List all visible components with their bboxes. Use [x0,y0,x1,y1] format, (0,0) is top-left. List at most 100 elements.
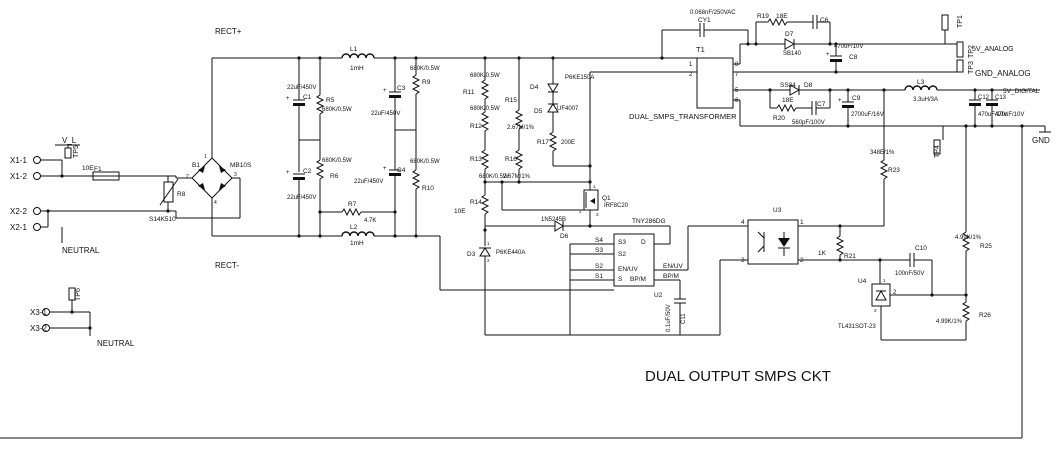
t1-value: DUAL_SMPS_TRANSFORMER [629,112,737,121]
bridge-diode-mark [198,166,205,173]
junction [414,56,418,60]
tp4-testpoint[interactable] [933,139,941,155]
u2-pin-s1: S1 [595,273,603,280]
inductor-l1 [341,53,375,59]
junction [882,88,886,92]
u4-ref: U4 [858,278,867,285]
polarity-plus: + [286,96,290,102]
tp6-testpoint[interactable] [68,287,76,301]
u3-pin-4: 4 [741,219,745,226]
junction [1020,124,1024,128]
t1-pin-7: 7 [735,72,739,78]
r21-value: 1K [818,250,827,257]
u3-ref: U3 [773,207,782,214]
tp3-testpoint[interactable] [956,59,964,73]
x1-1-label: X1-1 [10,156,27,165]
u4-pin-1: 1 [883,278,886,283]
c11-ref: C11 [681,313,687,324]
junction [88,326,92,330]
c11-value: 0.1uF/50V [666,304,672,332]
u2-internal-enuv: EN/UV [618,266,639,273]
x2-1-pin[interactable] [33,223,41,231]
junction [318,234,322,238]
c3-value: 22uF/450V [371,111,400,117]
r17-ref: R17 [537,139,549,146]
polarity-plus: + [383,88,387,94]
resistor-r23 [879,159,889,180]
resistor-r12 [480,111,490,132]
r25-ref: R25 [980,243,992,250]
net-label-neutral2: NEUTRAL [97,339,135,348]
r15-ref: R15 [505,97,517,104]
t1-pin-2: 2 [689,72,693,78]
cap-c1-plate2 [293,103,305,106]
junction [393,234,397,238]
resistor-r15 [514,109,524,130]
u3-pin-1: 1 [800,219,804,226]
u2-internal-s2: S2 [618,251,626,258]
bridge-diode-mark [219,183,226,190]
varistor-r8-slash [159,178,179,206]
junction [768,88,772,92]
u2-pin-s2: S2 [595,263,603,270]
resistor-r25 [961,231,971,252]
u2-pin-enuv: EN/UV [663,263,684,270]
junction [393,210,397,214]
x3-2-label: X3-2 [30,324,47,333]
junction [973,88,977,92]
u2-internal-bpm: BP/M [630,276,646,283]
u2-ref: U2 [654,292,663,299]
x1-2-pin[interactable] [33,172,41,180]
diode-d4 [547,83,559,93]
b1-ref: B1 [192,162,200,169]
b1-pin-1: 1 [204,154,207,160]
x2-2-pin[interactable] [33,207,41,215]
r5-value: 680K/0.5W [322,107,352,113]
c9-value: 2700uF/16V [851,112,884,118]
l1-ref: L1 [350,46,358,53]
d3-ref: D3 [467,251,476,258]
cap-c4-plate2 [389,173,401,176]
tp1-testpoint[interactable] [941,14,949,31]
opto-transistor-collector [757,231,765,239]
resistor-r6 [315,159,325,180]
junction [166,209,170,213]
r14-value: 10E [454,208,466,215]
r13-ref: R13 [470,156,482,163]
b1-pin-4: 4 [214,200,217,206]
r23-ref: R23 [888,167,900,174]
b1-pin-2: 2 [186,174,189,180]
r26-value: 4.99K/1% [936,319,963,325]
r25-value: 4.99K/1% [955,235,982,241]
r9-ref: R9 [422,79,431,86]
r6-value: 680K/0.5W [322,158,352,164]
t1-pin-1: 1 [689,62,693,68]
resistor-r21 [835,235,845,256]
junction [297,234,301,238]
d8-value: SS34 [780,82,796,89]
junction [588,224,592,228]
tp5-testpoint[interactable] [64,147,72,159]
c1-ref: C1 [303,94,312,101]
c1-value: 22uF/450V [287,85,316,91]
c3-ref: C3 [397,85,406,92]
junction [990,88,994,92]
r9-value: 680K/0.5W [410,66,440,72]
l2-ref: L2 [350,224,358,231]
r13-value: 680K/0.5W [479,174,509,180]
net-label-gnd: GND [1032,136,1050,145]
c6-ref: C6 [820,17,829,24]
r20-ref: R20 [773,115,785,122]
r21-ref: R21 [844,253,856,260]
x1-1-pin[interactable] [33,156,41,164]
ic-u2 [613,233,655,287]
junction [588,180,592,184]
net-label-rect-minus: RECT- [215,261,239,270]
q1-pin-3: 3 [596,212,599,217]
optocoupler-u3 [747,219,799,265]
d3-value: P6KE440A [496,250,525,256]
tp2-testpoint[interactable] [956,41,964,58]
resistor-r17 [548,131,558,152]
junction [834,42,838,46]
